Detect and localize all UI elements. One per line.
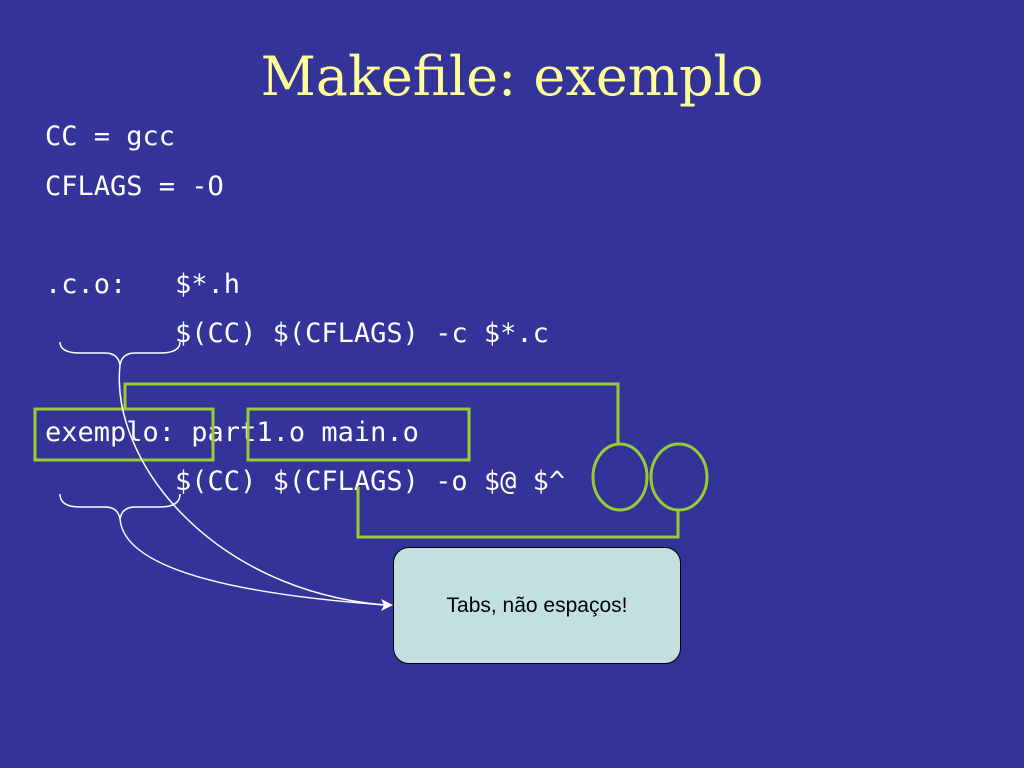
code-line-link-command: $(CC) $(CFLAGS) -o $@ $^: [45, 466, 566, 497]
code-line-cflags: CFLAGS = -O: [45, 171, 224, 202]
tab-brace-lower: [59, 493, 181, 520]
tabs-callout-box: Tabs, não espaços!: [393, 547, 681, 664]
target-highlight-box: [33, 407, 215, 462]
arrowhead: [381, 599, 393, 611]
automatic-var-caret-circle: [649, 442, 709, 512]
slide-title: Makefile: exemplo: [260, 45, 764, 108]
dependencies-to-caret-connector: [123, 382, 620, 444]
upper-brace-arrow-line: [118, 364, 386, 606]
automatic-var-at-circle: [591, 442, 649, 512]
code-line-cc: CC = gcc: [45, 121, 176, 152]
dependencies-highlight-box: [246, 407, 471, 462]
code-line-compile-command: $(CC) $(CFLAGS) -c $*.c: [45, 318, 549, 349]
code-line-suffix-rule: .c.o: $*.h: [45, 269, 241, 300]
tabs-callout-text: Tabs, não espaços!: [446, 593, 628, 617]
tab-brace-upper: [59, 341, 181, 366]
target-to-at-connector: [356, 487, 680, 539]
lower-brace-arrow-line: [119, 518, 386, 606]
